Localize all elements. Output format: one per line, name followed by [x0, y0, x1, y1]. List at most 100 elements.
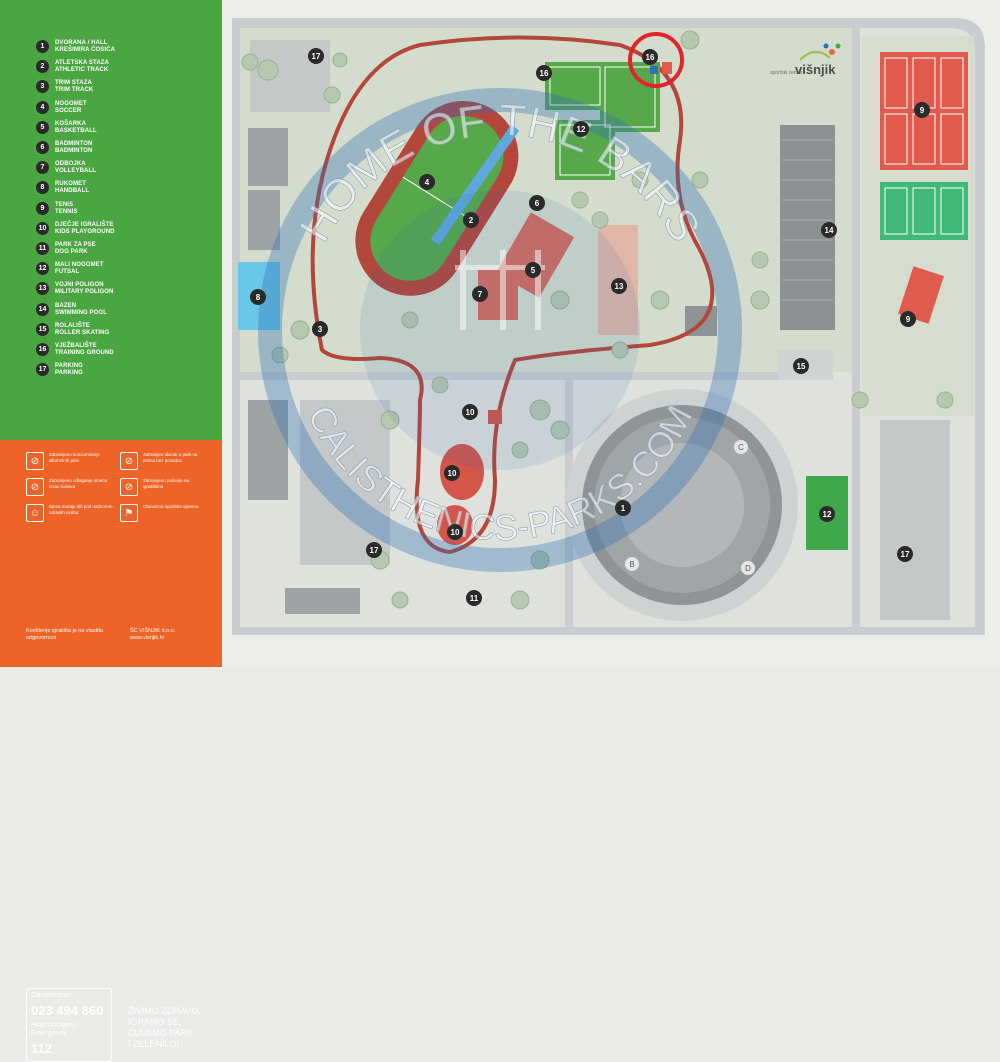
child-supervision-icon: ☺	[26, 504, 44, 522]
no-alcohol-icon: ⊘	[26, 452, 44, 470]
stadium-entrance: B	[625, 557, 639, 571]
marker-number: 14	[825, 226, 834, 235]
marker-circle	[308, 48, 324, 64]
marker-number: 1	[621, 504, 626, 513]
marker-circle	[821, 222, 837, 238]
slogan-line: ŽIVIMO ZDRAVO,	[128, 1006, 201, 1016]
marker-circle	[525, 262, 541, 278]
legend-label-en: BADMINTON	[55, 148, 93, 154]
slogan-line: IGRAMO SE,	[128, 1017, 182, 1027]
map-marker-4: 4	[419, 174, 435, 190]
rule-item: ⊘Zabranjen ulazak u park sa psima bez po…	[120, 452, 207, 470]
marker-circle	[472, 286, 488, 302]
map-marker-16: 16	[536, 65, 552, 81]
legend-label-hr: KOŠARKA	[55, 120, 87, 127]
footnote: Korištenje igrališta je na vlastitu odgo…	[26, 628, 104, 641]
map-marker-9: 9	[900, 311, 916, 327]
legend-number: 1	[36, 40, 49, 53]
map-marker-1: 1	[615, 500, 631, 516]
marker-number: 16	[540, 69, 549, 78]
marker-circle	[914, 102, 930, 118]
map-marker-14: 14	[821, 222, 837, 238]
rule-item: ☺ Djeca moraju biti pod nadzorom odraslih…	[26, 504, 113, 522]
marker-number: 6	[535, 199, 540, 208]
map-marker-8: 8	[250, 289, 266, 305]
marker-number: 10	[466, 408, 475, 417]
marker-number: 12	[823, 510, 832, 519]
marker-circle	[615, 500, 631, 516]
park-map: HOME OF THE BARS CALISTHENICS-PARKS.COM …	[222, 0, 1000, 667]
no-litter-icon: ⊘	[26, 478, 44, 496]
rule-item: ⊘Zabranjeno odlaganje smeća izvan koševa	[26, 478, 113, 496]
marker-circle	[444, 465, 460, 481]
legend-label-hr: NOGOMET	[55, 100, 87, 107]
marker-circle	[466, 590, 482, 606]
stadium-entrance: D	[741, 561, 755, 575]
legend-label-en: KIDS PLAYGROUND	[55, 228, 115, 235]
legend-label-hr: ATLETSKA STAZA	[55, 60, 109, 67]
entrance-letter: C	[738, 443, 744, 452]
rule-text: Zabranjen ulazak u park sa psima bez pov…	[143, 452, 198, 463]
logo-name: višnjik	[795, 62, 836, 77]
legend-number: 13	[36, 282, 49, 296]
rule-text: Zabranjeno konzumiranje alkoholnih pića	[49, 452, 100, 463]
legend-label-en: PARKING	[55, 370, 83, 377]
legend-number: 7	[36, 161, 49, 175]
rule-item: ⊘ Zabranjeno pušenje na igralištima	[120, 478, 207, 496]
marker-circle	[250, 289, 266, 305]
marker-number: 10	[451, 528, 460, 537]
phone-label: Odražavanje:	[31, 992, 73, 999]
marker-number: 10	[448, 469, 457, 478]
marker-circle	[447, 524, 463, 540]
rule-item: ⊘ Zabranjeno konzumiranje alkoholnih pića	[26, 452, 113, 470]
rule-text: Djeca moraju biti pod nadzorom odraslih …	[49, 504, 113, 515]
map-marker-3: 3	[312, 321, 328, 337]
phone-number: 023 494 860	[31, 1003, 104, 1018]
rule-text: Obavezna sportska oprema	[143, 504, 199, 509]
legend-label-hr: PARKING	[55, 363, 83, 370]
legend-number: 5	[36, 120, 49, 134]
legend-label-hr: DVORANA / HALL	[55, 40, 108, 46]
marker-circle	[897, 546, 913, 562]
map-marker-10: 10	[444, 465, 460, 481]
marker-circle	[819, 506, 835, 522]
legend-label-en: BASKETBALL	[55, 127, 97, 134]
visnjik-logo: sportski centar višnjik	[770, 43, 841, 77]
marker-circle	[642, 49, 658, 65]
marker-number: 12	[577, 125, 586, 134]
contact-box: Odražavanje: 023 494 860 Hitni slučajevi…	[26, 988, 112, 1062]
company-info: ŠC VIŠNJIK d.o.o. www.visnjik.hr	[130, 628, 210, 642]
legend-number: 9	[36, 201, 49, 215]
marker-number: 17	[370, 546, 379, 555]
legend-label-en: DOG PARK	[55, 249, 88, 255]
marker-circle	[611, 278, 627, 294]
legend-number: 15	[36, 322, 49, 336]
map-marker-17: 17	[897, 546, 913, 562]
legend-label-en: MILITARY POLIGON	[55, 289, 114, 296]
rule-text: Zabranjeno pušenje na igralištima	[143, 478, 190, 489]
marker-circle	[536, 65, 552, 81]
marker-circle	[529, 195, 545, 211]
marker-circle	[463, 212, 479, 228]
company-url: www.visnjik.hr	[130, 635, 165, 641]
map-marker-10: 10	[462, 404, 478, 420]
company-name: ŠC VIŠNJIK d.o.o.	[130, 628, 176, 634]
marker-number: 17	[901, 550, 910, 559]
map-marker-15: 15	[793, 358, 809, 374]
no-smoking-icon: ⊘	[120, 478, 138, 496]
